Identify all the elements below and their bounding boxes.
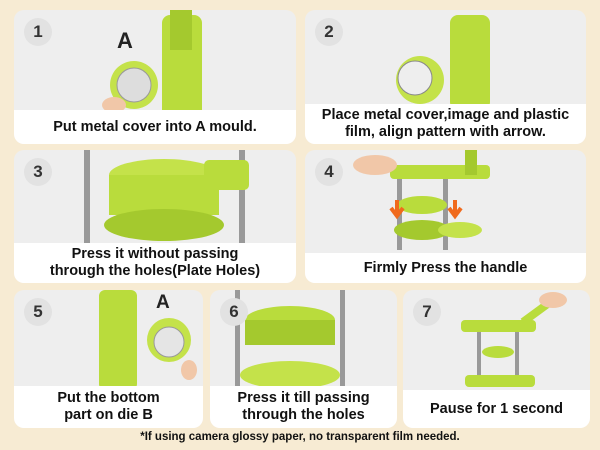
caption-line: Place metal cover,image and plastic [321, 107, 570, 123]
die-b-illustration [99, 290, 197, 390]
caption-line: Press it without passing [71, 246, 239, 262]
caption-line: Press it till passing [237, 390, 370, 406]
mould-a-label: A [117, 28, 133, 53]
step-5-panel: A 5 Put the bottom part on die B [14, 290, 203, 428]
place-cover-illustration [396, 15, 490, 110]
press-handle-illustration [353, 150, 490, 250]
step-number: 7 [413, 298, 441, 326]
footnote: *If using camera glossy paper, no transp… [140, 431, 460, 443]
press-through-holes-illustration [235, 290, 345, 390]
step-caption: Firmly Press the handle [305, 253, 586, 283]
caption-line: Put the bottom [57, 390, 160, 406]
caption-line: Put metal cover into A mould. [53, 118, 257, 135]
step-3-panel: 3 Press it without passing through the h… [14, 150, 296, 283]
step-caption: Place metal cover,image and plastic film… [305, 104, 586, 144]
step-caption: Put the bottom part on die B [14, 386, 203, 428]
step-1-panel: A 1 Put metal cover into A mould. [14, 10, 296, 144]
step-caption: Pause for 1 second [403, 390, 590, 428]
step-caption: Press it till passing through the holes [210, 386, 397, 428]
caption-line: Firmly Press the handle [363, 259, 528, 276]
step-number: 2 [315, 18, 343, 46]
step-4-panel: 4 Firmly Press the handle [305, 150, 586, 283]
step-2-panel: 2 Place metal cover,image and plastic fi… [305, 10, 586, 144]
step-number: 1 [24, 18, 52, 46]
step-number: 3 [24, 158, 52, 186]
step-number: 4 [315, 158, 343, 186]
step-6-panel: 6 Press it till passing through the hole… [210, 290, 397, 428]
caption-line: film, align pattern with arrow. [345, 124, 546, 140]
step-caption: Put metal cover into A mould. [14, 110, 296, 144]
mould-a-label: A [156, 292, 170, 313]
step-number: 6 [220, 298, 248, 326]
press-plate-illustration [84, 150, 249, 250]
button-maker-mould-illustration [102, 10, 202, 118]
step-caption: Press it without passing through the hol… [14, 243, 296, 283]
pause-illustration [461, 292, 567, 387]
caption-line: through the holes [242, 407, 365, 423]
step-7-panel: 7 Pause for 1 second [403, 290, 590, 428]
step-number: 5 [24, 298, 52, 326]
caption-line: Pause for 1 second [430, 400, 563, 417]
caption-line: part on die B [64, 407, 153, 423]
caption-line: through the holes(Plate Holes) [49, 263, 261, 279]
